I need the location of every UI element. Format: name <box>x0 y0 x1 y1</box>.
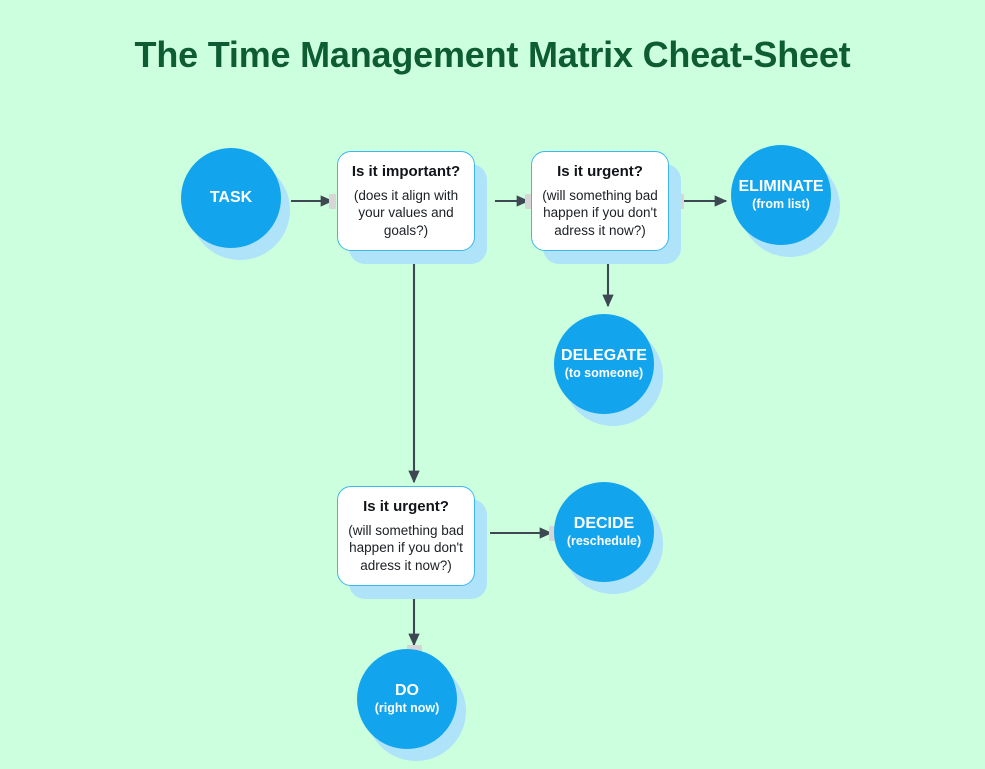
node-is-it-important-title: Is it important? <box>351 162 461 180</box>
node-do-body: DO (right now) <box>357 649 457 749</box>
node-eliminate-label: ELIMINATE <box>738 178 824 196</box>
subtitle-line-3: goals?) <box>383 222 429 238</box>
node-delegate-label: DELEGATE <box>561 347 647 365</box>
node-is-it-urgent-top[interactable]: Is it urgent? (will something bad happen… <box>531 151 681 264</box>
node-do-label: DO <box>395 682 419 700</box>
subtitle-line-2: happen if you don't <box>349 540 463 556</box>
node-is-it-urgent-bottom[interactable]: Is it urgent? (will something bad happen… <box>337 486 487 599</box>
subtitle-line-1: (will something bad <box>542 188 658 204</box>
node-is-it-important-body: Is it important? (does it align with you… <box>337 151 475 251</box>
node-is-it-urgent-top-subtitle: (will something bad happen if you don't … <box>542 187 658 239</box>
node-is-it-urgent-top-title: Is it urgent? <box>557 162 643 180</box>
node-is-it-urgent-bottom-subtitle: (will something bad happen if you don't … <box>348 522 464 574</box>
node-is-it-important[interactable]: Is it important? (does it align with you… <box>337 151 487 264</box>
node-do-sublabel: (right now) <box>374 700 440 715</box>
node-delegate[interactable]: DELEGATE (to someone) <box>554 314 663 426</box>
subtitle-line-3: adress it now?) <box>360 557 452 573</box>
node-decide[interactable]: DECIDE (reschedule) <box>554 482 663 594</box>
node-do[interactable]: DO (right now) <box>357 649 466 761</box>
node-task-label: TASK <box>209 189 253 207</box>
node-delegate-sublabel: (to someone) <box>564 365 644 380</box>
subtitle-line-2: happen if you don't <box>543 205 657 221</box>
node-delegate-body: DELEGATE (to someone) <box>554 314 654 414</box>
page-title: The Time Management Matrix Cheat-Sheet <box>134 34 851 75</box>
node-is-it-urgent-bottom-title: Is it urgent? <box>363 497 449 515</box>
connector-tab-decide-left <box>549 526 556 541</box>
node-decide-body: DECIDE (reschedule) <box>554 482 654 582</box>
subtitle-line-2: your values and <box>358 205 454 221</box>
node-task[interactable]: TASK <box>181 148 290 260</box>
connector-tab-important-left <box>329 194 336 209</box>
node-decide-label: DECIDE <box>573 515 635 533</box>
node-eliminate-body: ELIMINATE (from list) <box>731 145 831 245</box>
subtitle-line-3: adress it now?) <box>554 222 646 238</box>
node-is-it-important-subtitle: (does it align with your values and goal… <box>354 187 458 239</box>
node-eliminate[interactable]: ELIMINATE (from list) <box>731 145 840 257</box>
node-is-it-urgent-top-body: Is it urgent? (will something bad happen… <box>531 151 669 251</box>
subtitle-line-1: (will something bad <box>348 523 464 539</box>
node-eliminate-sublabel: (from list) <box>752 196 810 211</box>
subtitle-line-1: (does it align with <box>353 188 459 204</box>
node-task-body: TASK <box>181 148 281 248</box>
node-is-it-urgent-bottom-body: Is it urgent? (will something bad happen… <box>337 486 475 586</box>
node-decide-sublabel: (reschedule) <box>566 533 642 548</box>
connector-tab-do-top <box>407 645 422 652</box>
connector-tab-urgent1-left <box>525 194 532 209</box>
